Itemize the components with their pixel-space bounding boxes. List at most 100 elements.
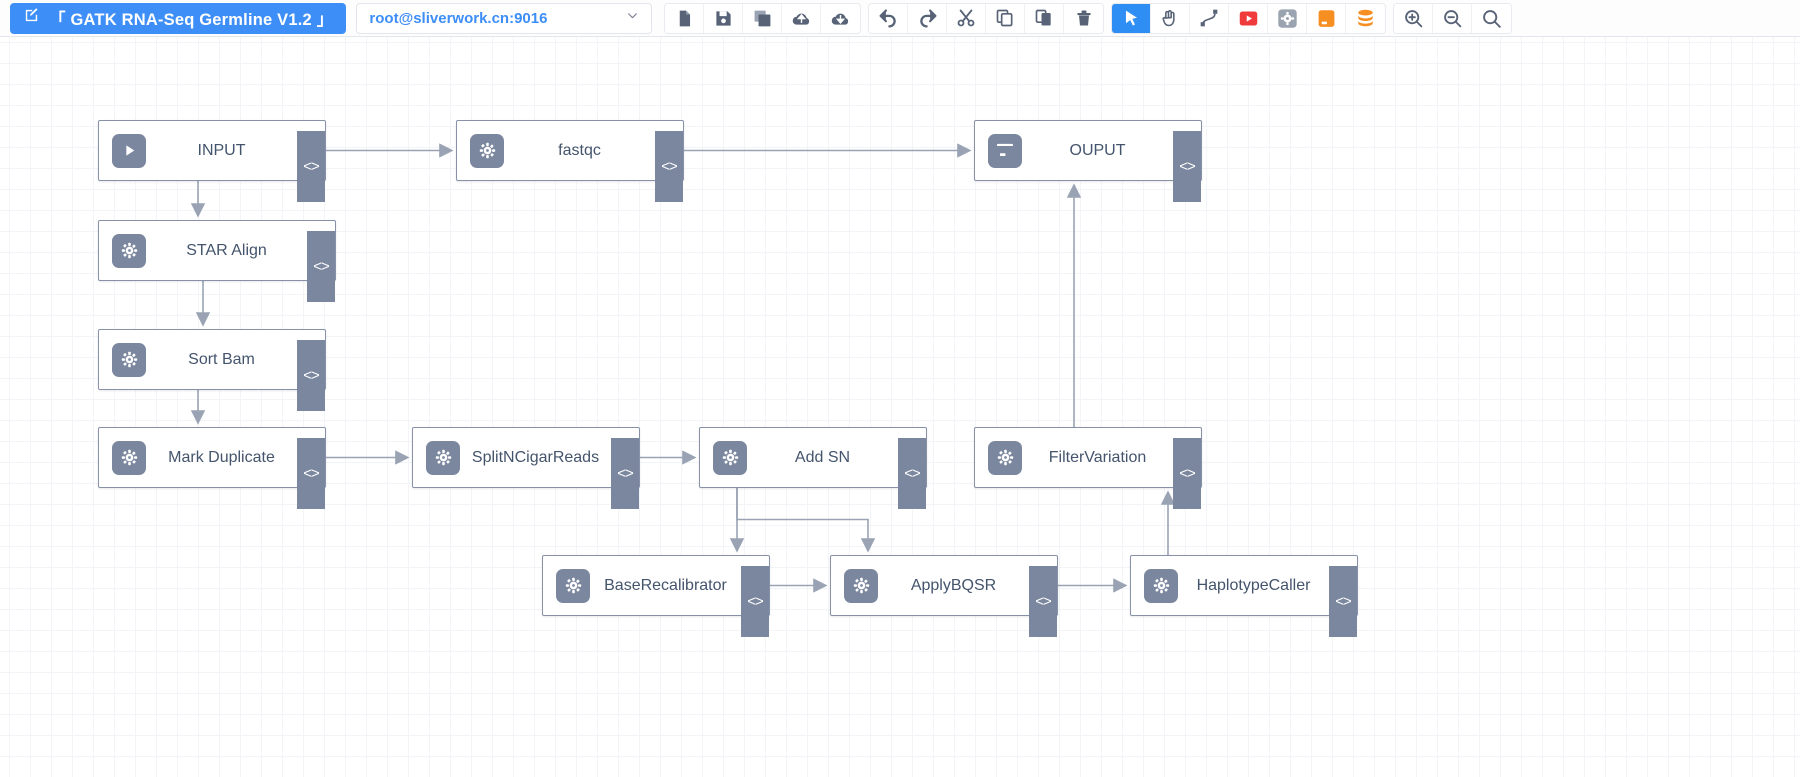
download-button[interactable] bbox=[821, 3, 861, 33]
redo-button[interactable] bbox=[908, 3, 948, 33]
toolbar-edit-group bbox=[868, 2, 1105, 34]
gear-icon bbox=[844, 568, 878, 603]
cut-button[interactable] bbox=[947, 3, 987, 33]
gear-icon bbox=[1144, 568, 1178, 603]
node-haplotypecaller[interactable]: HaplotypeCaller <> bbox=[1130, 555, 1358, 637]
edit-square-icon bbox=[23, 7, 40, 29]
archive-box-icon bbox=[988, 133, 1022, 168]
paste-button[interactable] bbox=[1025, 3, 1065, 33]
edge-layer bbox=[190, 143, 1176, 593]
toolbar-tool-group bbox=[1111, 2, 1387, 34]
workflow-title-text: 「 GATK RNA-Seq Germline V1.2 」 bbox=[49, 11, 334, 29]
node-add-sn[interactable]: Add SN <> bbox=[699, 427, 927, 509]
play-triangle-icon bbox=[112, 133, 146, 168]
node-ouput[interactable]: OUPUT <> bbox=[974, 120, 1202, 202]
server-value: root@sliverwork.cn:9016 bbox=[369, 9, 548, 27]
node-port-ouput[interactable]: <> bbox=[1173, 131, 1201, 202]
play-run-icon bbox=[1238, 8, 1259, 29]
hand-icon bbox=[1160, 8, 1180, 28]
node-port-sort-bam[interactable]: <> bbox=[297, 340, 325, 411]
gear-icon bbox=[426, 440, 460, 475]
node-port-filtervariation[interactable]: <> bbox=[1173, 438, 1201, 509]
zoom-in-button[interactable] bbox=[1394, 3, 1434, 33]
select-tool-button[interactable] bbox=[1112, 3, 1152, 33]
node-mark-duplicate[interactable]: Mark Duplicate <> bbox=[98, 427, 326, 509]
undo-button[interactable] bbox=[869, 3, 909, 33]
node-label: Mark Duplicate bbox=[168, 448, 275, 466]
cloud-upload-icon bbox=[791, 8, 812, 29]
upload-button[interactable] bbox=[782, 3, 822, 33]
workflow-title-badge[interactable]: 「 GATK RNA-Seq Germline V1.2 」 bbox=[10, 2, 347, 34]
chevron-down-icon bbox=[626, 9, 639, 27]
node-port-mark-duplicate[interactable]: <> bbox=[297, 438, 325, 509]
trash-icon bbox=[1074, 8, 1094, 28]
redo-arrow-icon bbox=[917, 8, 938, 29]
database-icon bbox=[1355, 8, 1376, 29]
connection-tool-button[interactable] bbox=[1190, 3, 1230, 33]
server-select[interactable]: root@sliverwork.cn:9016 bbox=[356, 2, 653, 34]
paste-icon bbox=[1034, 8, 1054, 28]
node-port-fastqc[interactable]: <> bbox=[655, 131, 683, 202]
node-applybqsr[interactable]: ApplyBQSR <> bbox=[830, 555, 1058, 637]
node-port-input[interactable]: <> bbox=[297, 131, 325, 202]
node-splitncigarreads[interactable]: SplitNCigarReads <> bbox=[412, 427, 640, 509]
database-button[interactable] bbox=[1346, 3, 1386, 33]
node-label: HaplotypeCaller bbox=[1196, 576, 1311, 594]
save-button[interactable] bbox=[704, 3, 744, 33]
node-label: SplitNCigarReads bbox=[471, 448, 600, 466]
node-port-splitncigarreads[interactable]: <> bbox=[611, 438, 639, 509]
gear-icon bbox=[112, 440, 146, 475]
copy-layers-icon bbox=[753, 9, 772, 28]
node-label: STAR Align bbox=[186, 241, 267, 259]
node-fastqc[interactable]: fastqc <> bbox=[456, 120, 684, 202]
toolbar-file-group bbox=[664, 2, 862, 34]
node-port-haplotypecaller[interactable]: <> bbox=[1329, 566, 1357, 637]
node-label: Sort Bam bbox=[188, 350, 255, 368]
node-port-add-sn[interactable]: <> bbox=[898, 438, 926, 509]
gear-icon bbox=[470, 133, 504, 168]
undo-arrow-icon bbox=[878, 8, 899, 29]
gear-icon bbox=[112, 233, 146, 268]
new-file-button[interactable] bbox=[665, 3, 705, 33]
settings-button[interactable] bbox=[1268, 3, 1308, 33]
copy-button[interactable] bbox=[986, 3, 1026, 33]
file-icon bbox=[675, 9, 694, 28]
node-label: Add SN bbox=[794, 448, 851, 466]
node-label: INPUT bbox=[197, 141, 246, 159]
copy-icon bbox=[995, 8, 1015, 28]
node-sort-bam[interactable]: Sort Bam <> bbox=[98, 329, 326, 411]
delete-button[interactable] bbox=[1064, 3, 1104, 33]
search-button[interactable] bbox=[1472, 3, 1512, 33]
node-port-star-align[interactable]: <> bbox=[307, 231, 335, 302]
scissors-icon bbox=[956, 8, 976, 28]
pan-tool-button[interactable] bbox=[1151, 3, 1191, 33]
node-label: ApplyBQSR bbox=[910, 576, 997, 594]
node-port-baserecalibrator[interactable]: <> bbox=[741, 566, 769, 637]
magnifier-plus-icon bbox=[1403, 8, 1424, 29]
node-baserecalibrator[interactable]: BaseRecalibrator<> bbox=[542, 555, 770, 637]
node-label: fastqc bbox=[558, 141, 601, 159]
gear-icon bbox=[988, 440, 1022, 475]
magnifier-minus-icon bbox=[1442, 8, 1463, 29]
save-floppy-icon bbox=[714, 9, 733, 28]
cursor-arrow-icon bbox=[1122, 9, 1141, 28]
gear-icon bbox=[1277, 8, 1298, 29]
zoom-out-button[interactable] bbox=[1433, 3, 1473, 33]
node-filtervariation[interactable]: FilterVariation <> bbox=[974, 427, 1202, 509]
edge bbox=[736, 488, 876, 553]
search-icon bbox=[1481, 8, 1502, 29]
duplicate-button[interactable] bbox=[743, 3, 783, 33]
workflow-canvas[interactable]: INPUT<>fastqc<>OUPUT<>STAR Align<>Sort B… bbox=[0, 37, 1800, 777]
node-input[interactable]: INPUT <> bbox=[98, 120, 326, 202]
curved-link-icon bbox=[1199, 8, 1219, 28]
library-button[interactable] bbox=[1307, 3, 1347, 33]
node-label: FilterVariation bbox=[1048, 448, 1147, 466]
node-label: OUPUT bbox=[1069, 141, 1126, 159]
node-port-applybqsr[interactable]: <> bbox=[1029, 566, 1057, 637]
cloud-download-icon bbox=[830, 8, 851, 29]
toolbar: 「 GATK RNA-Seq Germline V1.2 」 root@sliv… bbox=[0, 0, 1800, 37]
orange-book-icon bbox=[1316, 8, 1337, 29]
run-button[interactable] bbox=[1229, 3, 1269, 33]
gear-icon bbox=[556, 568, 590, 603]
node-star-align[interactable]: STAR Align <> bbox=[98, 220, 336, 302]
